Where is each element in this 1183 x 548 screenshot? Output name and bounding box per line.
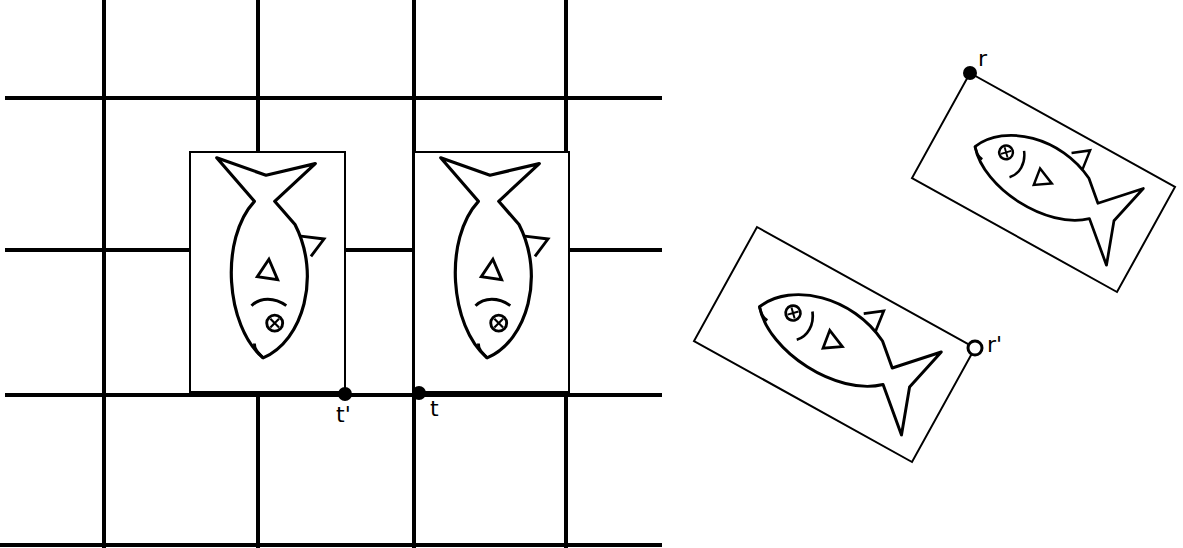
point-label: r [978, 48, 987, 70]
point-label: t [430, 398, 439, 420]
point-label: t' [336, 404, 351, 426]
grid [0, 0, 662, 548]
point-label: r' [987, 334, 1002, 356]
